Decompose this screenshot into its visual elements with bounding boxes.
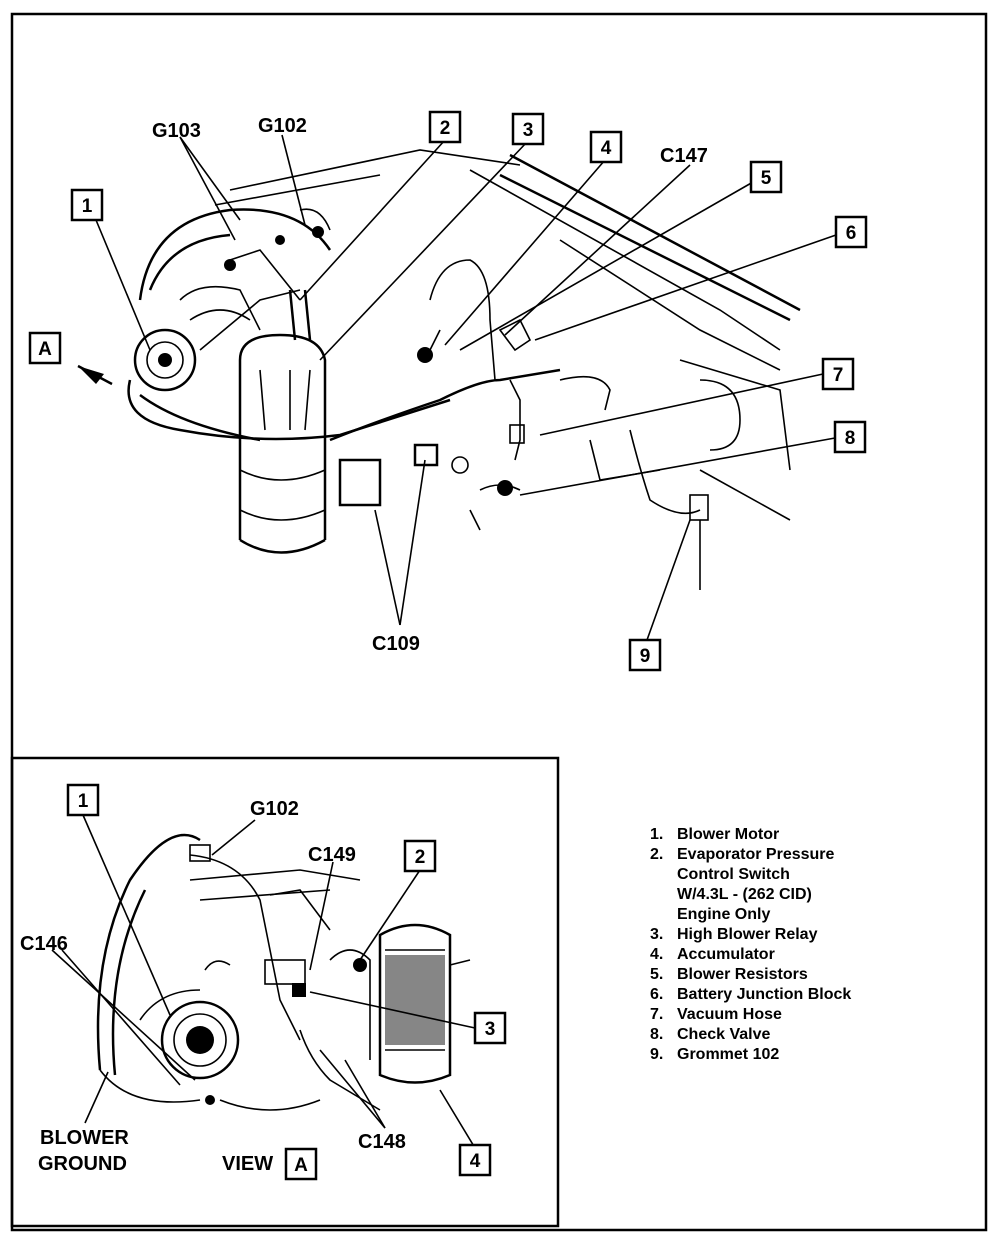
legend-num: 3. <box>650 926 663 943</box>
legend-num: 5. <box>650 966 663 983</box>
legend-item-evaporator-line1: Evaporator Pressure <box>677 846 835 863</box>
callout-box <box>458 1143 492 1177</box>
callout-8: 8 <box>845 428 856 449</box>
legend-item-blower-motor: Blower Motor <box>677 826 779 843</box>
callout-box <box>66 783 100 817</box>
view-label: VIEW <box>222 1153 273 1175</box>
legend-item-accumulator: Accumulator <box>677 946 775 963</box>
inset-frame <box>10 756 560 1228</box>
main-illustration <box>127 149 801 590</box>
legend-num: 6. <box>650 986 663 1003</box>
callout-box <box>473 1011 507 1045</box>
callout-5: 5 <box>761 168 772 189</box>
legend-num: 9. <box>650 1046 663 1063</box>
g102-label: G102 <box>258 115 307 137</box>
inset-callout-2: 2 <box>415 847 426 868</box>
inset-callout-3: 3 <box>485 1019 496 1040</box>
view-a-callout: A <box>38 339 52 360</box>
callout-box <box>834 215 868 249</box>
view-letter: A <box>294 1155 308 1176</box>
callout-7: 7 <box>833 365 844 386</box>
g103-label: G103 <box>152 120 201 142</box>
c146-label: C146 <box>20 933 68 955</box>
callout-box <box>403 839 437 873</box>
legend-num: 8. <box>650 1026 663 1043</box>
callout-box <box>821 357 855 391</box>
callout-box <box>833 420 867 454</box>
callout-box <box>511 112 545 146</box>
callout-2: 2 <box>440 118 451 139</box>
inset-leaders <box>51 814 476 1149</box>
legend-item-battery-junction-block: Battery Junction Block <box>677 986 851 1003</box>
legend-num: 4. <box>650 946 663 963</box>
legend-item-vacuum-hose: Vacuum Hose <box>677 1006 782 1023</box>
inset-callout-1: 1 <box>78 791 89 812</box>
c149-label: C149 <box>308 844 356 866</box>
outer-frame <box>10 12 988 1232</box>
callout-3: 3 <box>523 120 534 141</box>
callout-box <box>428 110 462 144</box>
main-leaders <box>77 134 837 641</box>
inset-callouts: 1 2 3 4 G102 C149 C146 C148 BLOWER GROUN… <box>20 783 507 1181</box>
callout-4: 4 <box>601 138 612 159</box>
legend-num: 2. <box>650 846 663 863</box>
inset-illustration <box>96 833 471 1111</box>
callout-box <box>749 160 783 194</box>
legend-item-evaporator-line2: Control Switch <box>677 866 790 883</box>
c109-label: C109 <box>372 633 420 655</box>
inset-g102-label: G102 <box>250 798 299 820</box>
legend-num: 1. <box>650 826 663 843</box>
callout-box <box>628 638 662 672</box>
legend-item-evaporator-line4: Engine Only <box>677 906 770 923</box>
callout-1: 1 <box>82 196 93 217</box>
main-callouts: 1 2 3 4 5 6 7 8 9 A G103 G102 C147 C109 <box>28 110 868 672</box>
callout-box <box>70 188 104 222</box>
blower-ground-label-line2: GROUND <box>38 1153 127 1175</box>
callout-6: 6 <box>846 223 857 244</box>
legend-item-high-blower-relay: High Blower Relay <box>677 926 818 943</box>
c148-label: C148 <box>358 1131 406 1153</box>
legend: 1. Blower Motor 2. Evaporator Pressure C… <box>650 826 851 1063</box>
blower-ground-label-line1: BLOWER <box>40 1127 129 1149</box>
legend-item-blower-resistors: Blower Resistors <box>677 966 808 983</box>
view-a-letter-box <box>284 1147 318 1181</box>
c147-label: C147 <box>660 145 708 167</box>
callout-box <box>589 130 623 164</box>
callout-9: 9 <box>640 646 651 667</box>
legend-item-check-valve: Check Valve <box>677 1026 771 1043</box>
legend-item-evaporator-line3: W/4.3L - (262 CID) <box>677 886 812 903</box>
view-a-callout-box <box>28 331 62 365</box>
legend-num: 7. <box>650 1006 663 1023</box>
inset-callout-4: 4 <box>470 1151 481 1172</box>
legend-item-grommet: Grommet 102 <box>677 1046 779 1063</box>
